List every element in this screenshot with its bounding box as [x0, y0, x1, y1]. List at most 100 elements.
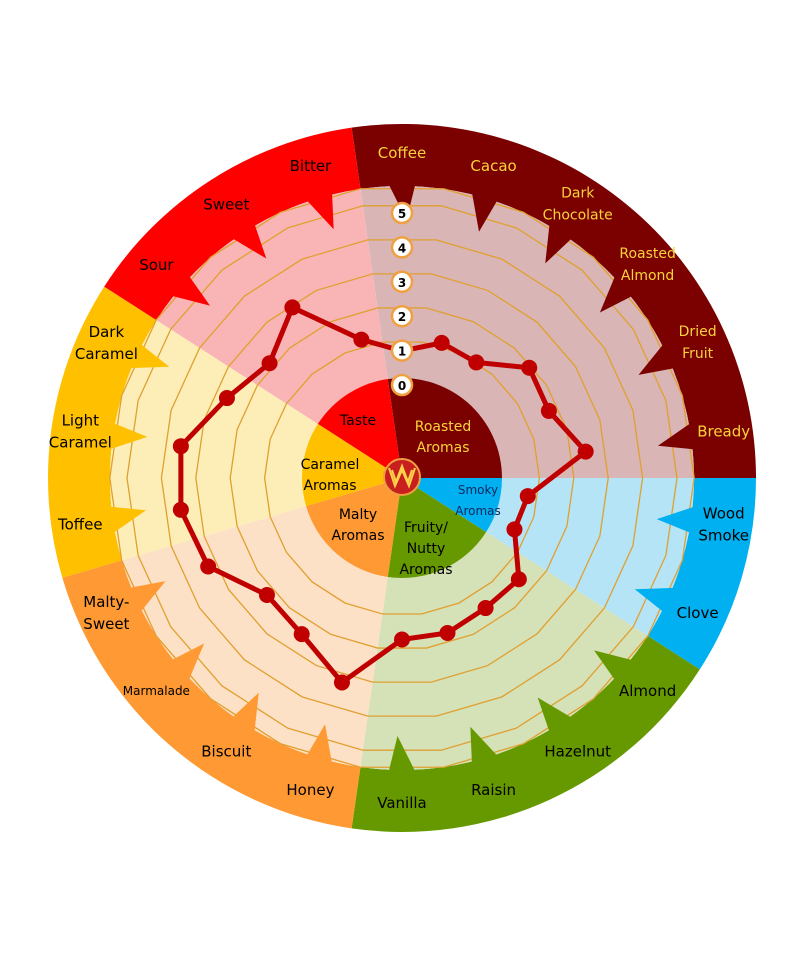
- category-label-honey: Honey: [286, 780, 334, 798]
- data-point-sour: [261, 355, 278, 372]
- pointer-bready: [657, 423, 695, 450]
- category-label-coffee: Coffee: [378, 144, 426, 162]
- ring-5: [126, 205, 678, 751]
- data-point-dried-fruit: [540, 402, 557, 419]
- tick-badge-4: [390, 236, 414, 259]
- pointer-malty-sweet: [129, 581, 166, 613]
- tick-label-0: 0: [398, 379, 406, 393]
- category-label-bitter: Bitter: [290, 157, 332, 175]
- pointer-cacao: [471, 192, 498, 232]
- tick-label-2: 2: [398, 310, 406, 324]
- pointer-marmalade: [171, 643, 205, 681]
- outer-band-fruity-nutty-aromas: [351, 635, 700, 833]
- data-point-sweet: [284, 299, 301, 316]
- pointer-light-caramel: [109, 423, 148, 450]
- data-point-cacao: [433, 334, 450, 351]
- inner-sector-fruity-nutty-aromas: [387, 478, 487, 578]
- ring-2: [229, 307, 575, 649]
- ring-4: [160, 239, 644, 717]
- data-point-biscuit: [293, 626, 310, 643]
- tick-badge-3: [390, 270, 414, 294]
- category-label-sweet: Sweet: [203, 195, 249, 213]
- category-label-vanilla: Vanilla: [377, 794, 427, 812]
- pointer-wood-smoke: [656, 506, 695, 533]
- outer-band-caramel-aromas: [47, 286, 157, 578]
- category-label-marmalade: Marmalade: [123, 683, 190, 697]
- tick-label-3: 3: [398, 276, 406, 290]
- tick-badge-5: [390, 201, 414, 225]
- pointer-toffee: [109, 506, 147, 533]
- center-logo-icon: [383, 458, 421, 496]
- pointer-almond: [594, 650, 633, 681]
- data-point-honey: [333, 674, 350, 691]
- data-point-raisin: [439, 624, 456, 641]
- pointer-vanilla: [388, 735, 416, 772]
- pointer-dark-caramel: [129, 343, 170, 369]
- scale-area-roasted-aromas: [360, 185, 694, 478]
- inner-sector-caramel-aromas: [301, 423, 402, 507]
- ring-1: [263, 341, 541, 615]
- outer-band-taste: [104, 127, 361, 321]
- ring-5.5: [109, 188, 695, 768]
- category-label-raisin: Raisin: [471, 780, 516, 798]
- data-point-bready: [577, 443, 594, 460]
- data-point-wood-smoke: [519, 488, 536, 505]
- pointer-hazelnut: [537, 697, 573, 733]
- category-label-almond: Almond: [619, 681, 676, 699]
- data-point-vanilla: [394, 631, 410, 648]
- tick-label-4: 4: [398, 241, 406, 255]
- tick-badge-0: [390, 373, 414, 397]
- scale-area-malty-aromas: [121, 506, 388, 768]
- category-label-clove: Clove: [677, 604, 719, 622]
- category-label-cacao: Cacao: [470, 157, 516, 175]
- pointer-roasted-almond: [599, 275, 633, 313]
- pointer-raisin: [470, 726, 498, 764]
- data-point-bitter: [353, 331, 370, 348]
- pointer-bitter: [306, 192, 334, 230]
- inner-sector-malty-aromas: [306, 478, 402, 577]
- pointer-sweet: [231, 223, 267, 259]
- pointer-dried-fruit: [638, 343, 675, 375]
- data-point-dark-caramel: [218, 390, 235, 407]
- category-label-hazelnut: Hazelnut: [544, 742, 611, 760]
- data-point-clove: [506, 521, 523, 538]
- category-label-malty-sweet: Malty-Sweet: [83, 593, 129, 633]
- pointer-dark-chocolate: [545, 223, 573, 264]
- outer-band-roasted-aromas: [351, 123, 756, 478]
- pointer-clove: [634, 587, 675, 613]
- data-point-malty-sweet: [200, 558, 217, 575]
- data-point-dark-chocolate: [468, 354, 485, 371]
- category-label-biscuit: Biscuit: [201, 742, 251, 760]
- data-point-light-caramel: [172, 438, 189, 455]
- tick-label-1: 1: [398, 345, 406, 359]
- scale-area-caramel-aromas: [109, 320, 318, 561]
- tick-badge-2: [390, 304, 414, 328]
- tick-badge-1: [390, 339, 414, 362]
- inner-sector-roasted-aromas: [387, 378, 502, 478]
- data-point-toffee: [172, 501, 189, 518]
- category-label-bready: Bready: [697, 422, 750, 440]
- category-label-toffee: Toffee: [57, 515, 103, 533]
- outer-band-malty-aromas: [62, 560, 361, 829]
- pointer-sour: [171, 275, 210, 306]
- category-label-sour: Sour: [139, 256, 174, 274]
- outer-band-smoky-aromas: [647, 478, 756, 670]
- tick-label-5: 5: [398, 207, 406, 221]
- data-point-roasted-almond: [521, 359, 538, 376]
- pointer-honey: [306, 724, 333, 764]
- group-label-taste: Taste: [339, 413, 376, 429]
- ring-3: [195, 273, 609, 683]
- data-point-hazelnut: [477, 600, 494, 617]
